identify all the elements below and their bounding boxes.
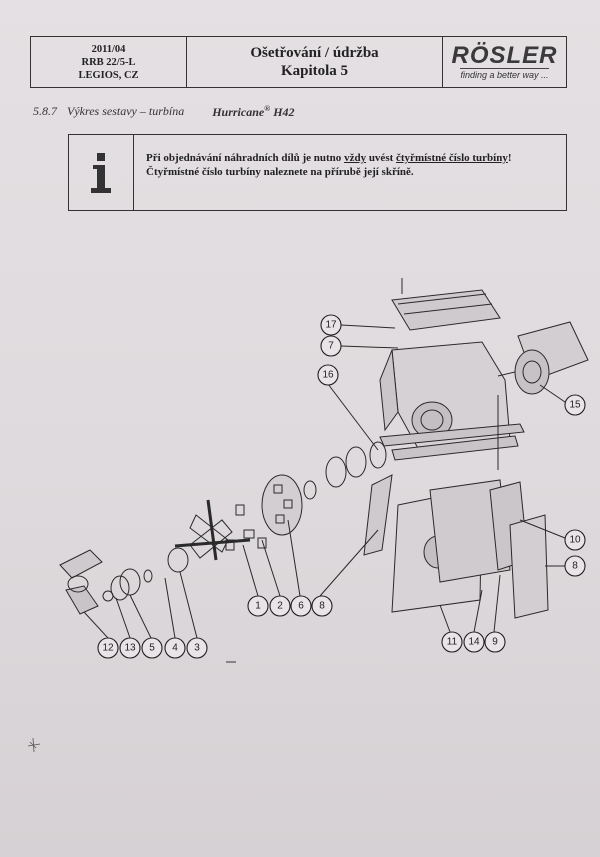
callout-8-center: 8: [311, 595, 333, 617]
svg-text:4: 4: [172, 643, 178, 654]
info-icon: [91, 152, 111, 193]
callout-15: 15: [564, 394, 586, 416]
callout-16: 16: [317, 364, 339, 386]
callout-11: 11: [441, 631, 463, 653]
svg-text:1: 1: [255, 601, 261, 612]
callout-3: 3: [186, 637, 208, 659]
callout-2: 2: [269, 595, 291, 617]
callout-4: 4: [164, 637, 186, 659]
notice-line-1: Při objednávání náhradních dílů je nutno…: [146, 151, 512, 165]
header-customer: LEGIOS, CZ: [78, 69, 139, 81]
brand-tagline: finding a better way ...: [460, 68, 549, 80]
header-chapter: Kapitola 5: [280, 63, 349, 79]
callout-17: 17: [320, 314, 342, 336]
brand-logo: RÖSLER finding a better way ...: [443, 37, 566, 87]
model-name: Hurricane: [212, 105, 265, 119]
callout-6: 6: [290, 595, 312, 617]
callout-13: 13: [119, 637, 141, 659]
notice-part: uvést: [366, 152, 397, 164]
header-doc-code: RRB 22/5-L: [81, 56, 136, 68]
svg-text:8: 8: [572, 561, 578, 572]
callout-10: 10: [564, 529, 586, 551]
brand-name: RÖSLER: [451, 42, 558, 69]
callout-8-right: 8: [564, 555, 586, 577]
svg-text:7: 7: [328, 341, 334, 352]
header-title: Ošetřování / údržba: [250, 45, 379, 61]
header-date: 2011/04: [91, 43, 126, 55]
notice-emphasis-always: vždy: [344, 152, 367, 164]
model-registered-mark: ®: [264, 104, 271, 113]
callout-7: 7: [320, 335, 342, 357]
svg-text:9: 9: [492, 637, 498, 648]
callout-12: 12: [97, 637, 119, 659]
svg-text:17: 17: [325, 320, 337, 331]
svg-text:10: 10: [569, 535, 581, 546]
section-title: Výkres sestavy – turbína: [67, 104, 185, 118]
svg-text:6: 6: [298, 601, 304, 612]
callout-9: 9: [484, 631, 506, 653]
header-doc-info: 2011/04 RRB 22/5-L LEGIOS, CZ: [31, 37, 187, 87]
svg-text:2: 2: [277, 601, 283, 612]
notice-box: Při objednávání náhradních dílů je nutno…: [68, 134, 567, 211]
notice-emphasis-number: čtyřmístné číslo turbíny: [396, 152, 508, 164]
svg-text:8: 8: [319, 601, 325, 612]
notice-part: !: [507, 152, 512, 164]
svg-text:5: 5: [149, 643, 155, 654]
notice-text: Při objednávání náhradních dílů je nutno…: [134, 135, 522, 210]
callout-1: 1: [247, 595, 269, 617]
drawing-lines: [59, 278, 589, 639]
section-heading: 5.8.7 Výkres sestavy – turbína Hurricane…: [33, 104, 295, 120]
model-code: H42: [273, 105, 295, 119]
callout-14: 14: [463, 631, 485, 653]
section-model: Hurricane® H42: [212, 104, 294, 120]
notice-part: Při objednávání náhradních dílů je nutno: [146, 152, 345, 164]
svg-text:15: 15: [569, 400, 581, 411]
svg-text:3: 3: [194, 643, 200, 654]
svg-text:14: 14: [468, 637, 480, 648]
svg-text:16: 16: [322, 370, 334, 381]
notice-icon-cell: [69, 135, 134, 210]
notice-line-2: Čtyřmístné číslo turbíny naleznete na př…: [146, 166, 414, 178]
scribble-mark: [27, 737, 41, 753]
header-title-block: Ošetřování / údržba Kapitola 5: [187, 37, 443, 87]
svg-text:12: 12: [102, 643, 114, 654]
section-number: 5.8.7: [33, 104, 57, 118]
svg-text:13: 13: [124, 643, 136, 654]
callout-5: 5: [141, 637, 163, 659]
svg-text:11: 11: [447, 637, 458, 648]
page-header: 2011/04 RRB 22/5-L LEGIOS, CZ Ošetřování…: [30, 36, 567, 88]
